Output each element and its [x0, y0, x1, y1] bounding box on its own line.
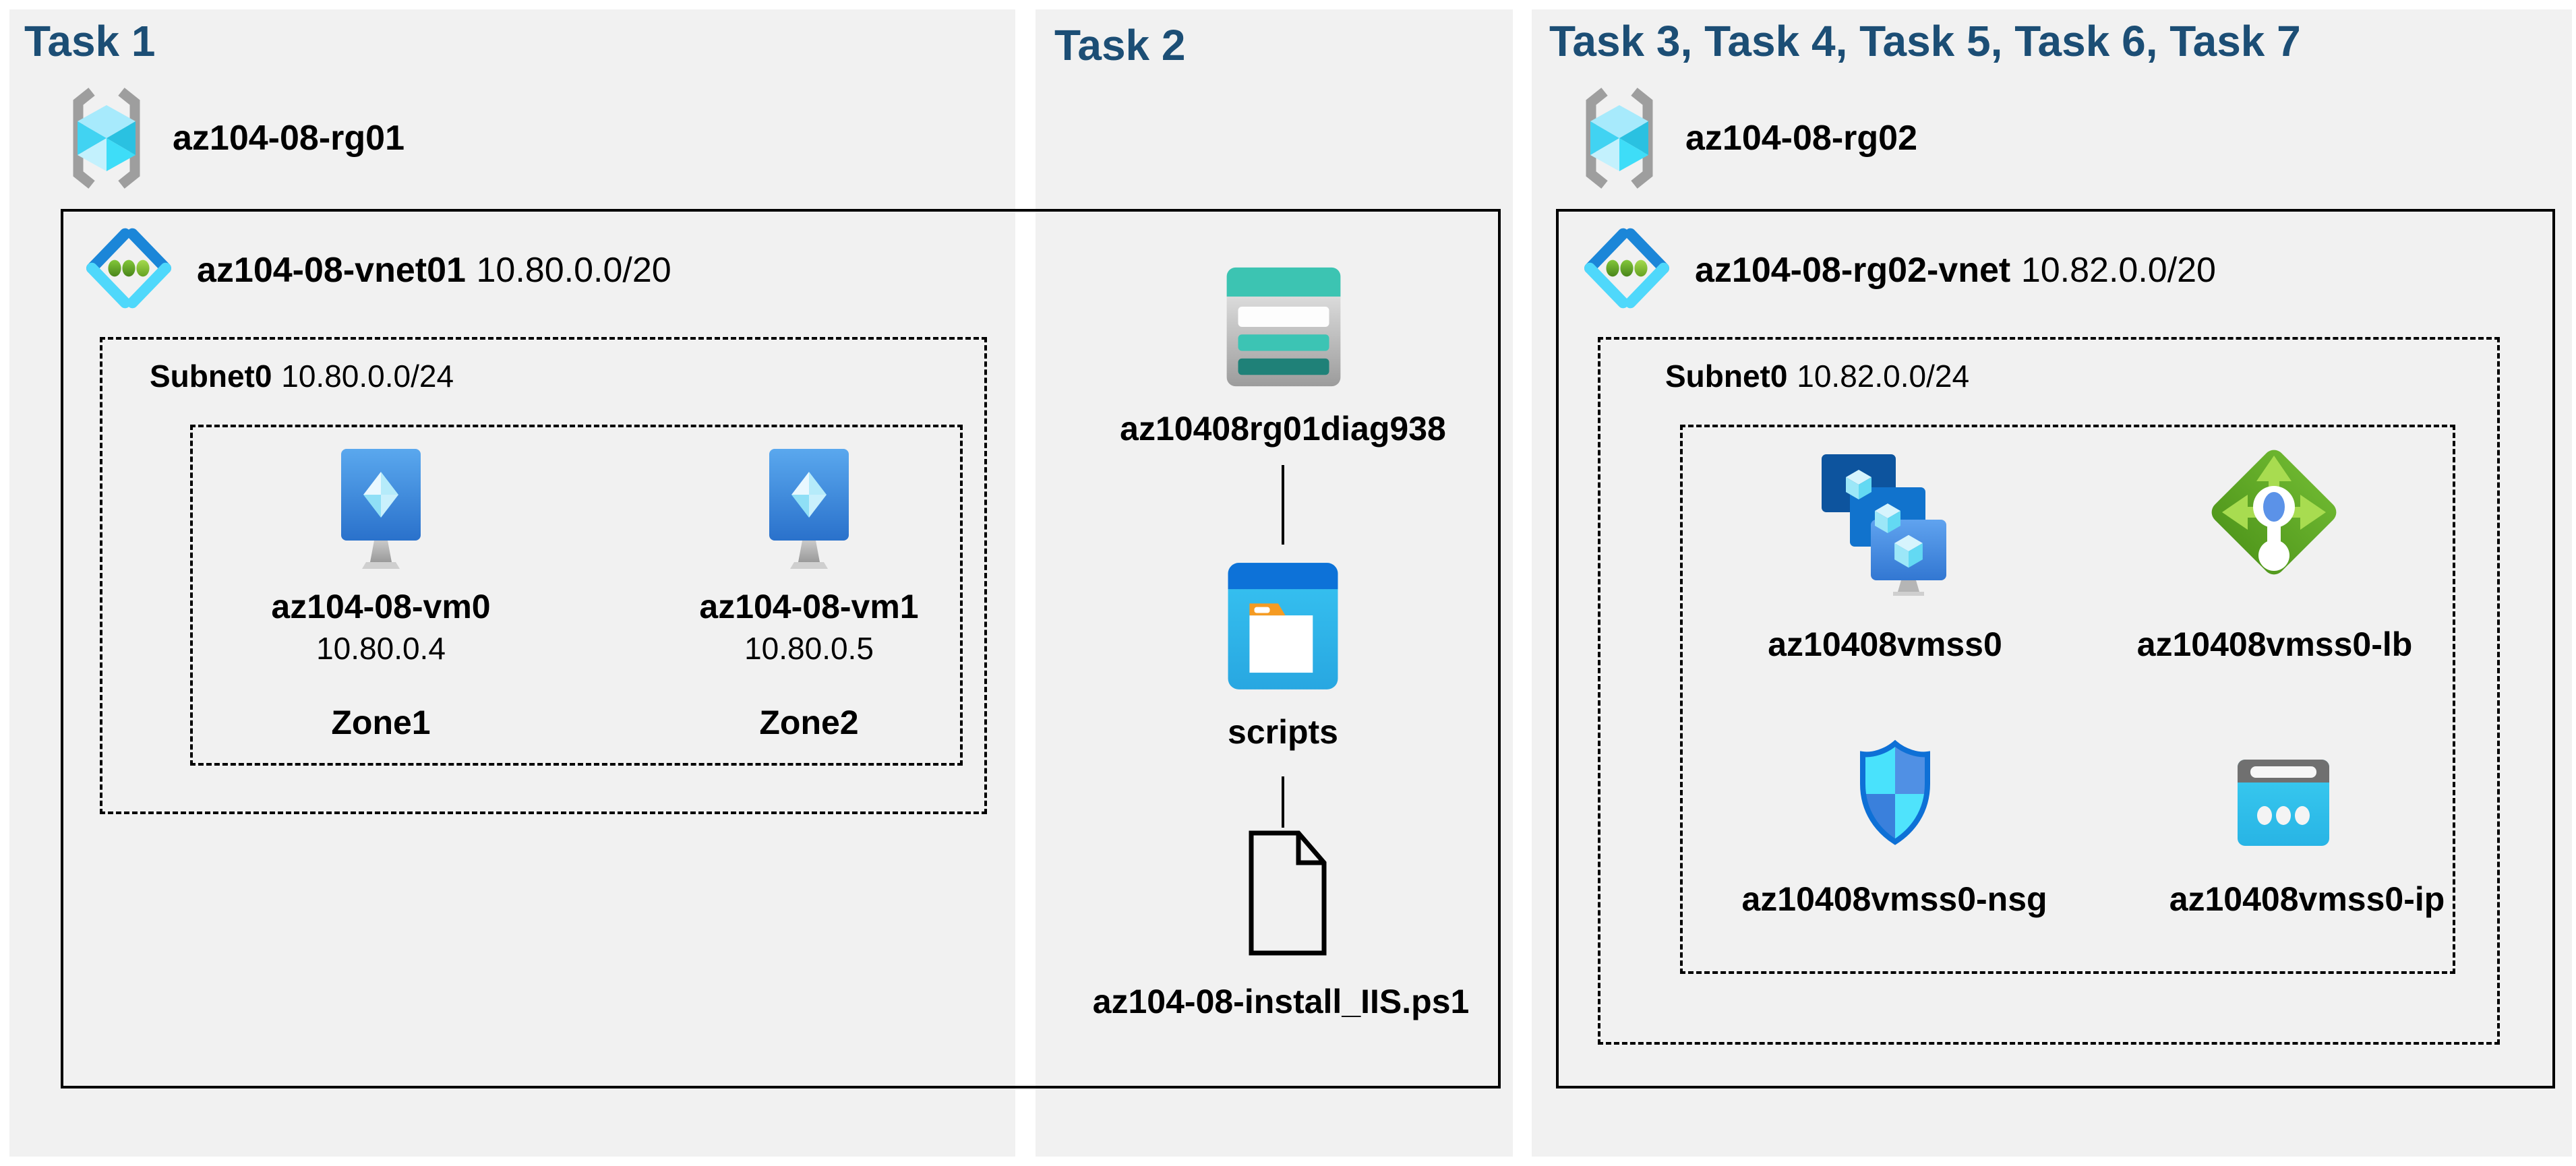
task1-panel [9, 9, 1015, 1157]
subnet-cidr: 10.80.0.0/24 [281, 359, 454, 394]
virtual-machine-icon [769, 449, 849, 569]
subnet-name: Subnet0 [150, 359, 272, 394]
vm-name: az104-08-vm1 [699, 588, 919, 625]
subnet-label: Subnet0 10.82.0.0/24 [1665, 359, 1969, 394]
connector-line [1282, 776, 1284, 828]
scripts-folder-icon [1228, 563, 1338, 689]
task3-panel [1532, 9, 2572, 1157]
vnet-name: az104-08-vnet01 [197, 251, 466, 290]
vnet-box [61, 209, 1501, 1088]
virtual-network-icon [80, 225, 178, 311]
task1-title: Task 1 [24, 17, 156, 65]
storage-account-icon [1226, 267, 1341, 387]
vnet-label: az104-08-vnet01 10.80.0.0/20 [197, 251, 671, 291]
vnet-cidr: 10.82.0.0/20 [2020, 251, 2216, 290]
zone-group-box [190, 425, 963, 766]
network-security-group-icon [1855, 739, 1935, 847]
vnet-name: az104-08-rg02-vnet [1695, 251, 2011, 290]
load-balancer-icon [2207, 446, 2341, 579]
vm-zone: Zone1 [331, 704, 431, 741]
vm-ip: 10.80.0.5 [744, 631, 874, 666]
subnet-name: Subnet0 [1665, 359, 1788, 394]
resource-group-icon [1579, 86, 1660, 190]
resource-group-name: az104-08-rg01 [173, 119, 405, 158]
storage-account-name: az10408rg01diag938 [1120, 410, 1446, 448]
nsg-name: az10408vmss0-nsg [1741, 880, 2047, 918]
vm-ip: 10.80.0.4 [316, 631, 446, 666]
vnet-box [1556, 209, 2555, 1088]
virtual-network-icon [1578, 225, 1676, 311]
subnet-box [100, 337, 987, 814]
vm-scale-set-icon [1820, 453, 1948, 596]
virtual-machine-icon [341, 449, 421, 569]
folder-name: scripts [1228, 713, 1338, 751]
public-ip-name: az10408vmss0-ip [2169, 880, 2445, 918]
script-file-name: az104-08-install_IIS.ps1 [1092, 983, 1470, 1020]
subnet-label: Subnet0 10.80.0.0/24 [150, 359, 454, 394]
resource-group-inner-box [1680, 425, 2455, 974]
powershell-file-icon [1245, 829, 1331, 957]
subnet-box [1598, 337, 2500, 1045]
task3-title: Task 3, Task 4, Task 5, Task 6, Task 7 [1549, 17, 2301, 65]
load-balancer-name: az10408vmss0-lb [2136, 625, 2413, 663]
resource-group-name: az104-08-rg02 [1685, 119, 1917, 158]
vnet-cidr: 10.80.0.0/20 [476, 251, 671, 290]
public-ip-icon [2238, 760, 2329, 846]
resource-group-icon [66, 86, 147, 190]
subnet-cidr: 10.82.0.0/24 [1797, 359, 1970, 394]
vm-zone: Zone2 [759, 704, 859, 741]
vm-name: az104-08-vm0 [271, 588, 491, 625]
vmss-name: az10408vmss0 [1768, 625, 2002, 663]
task2-title: Task 2 [1054, 21, 1186, 69]
connector-line [1282, 465, 1284, 545]
